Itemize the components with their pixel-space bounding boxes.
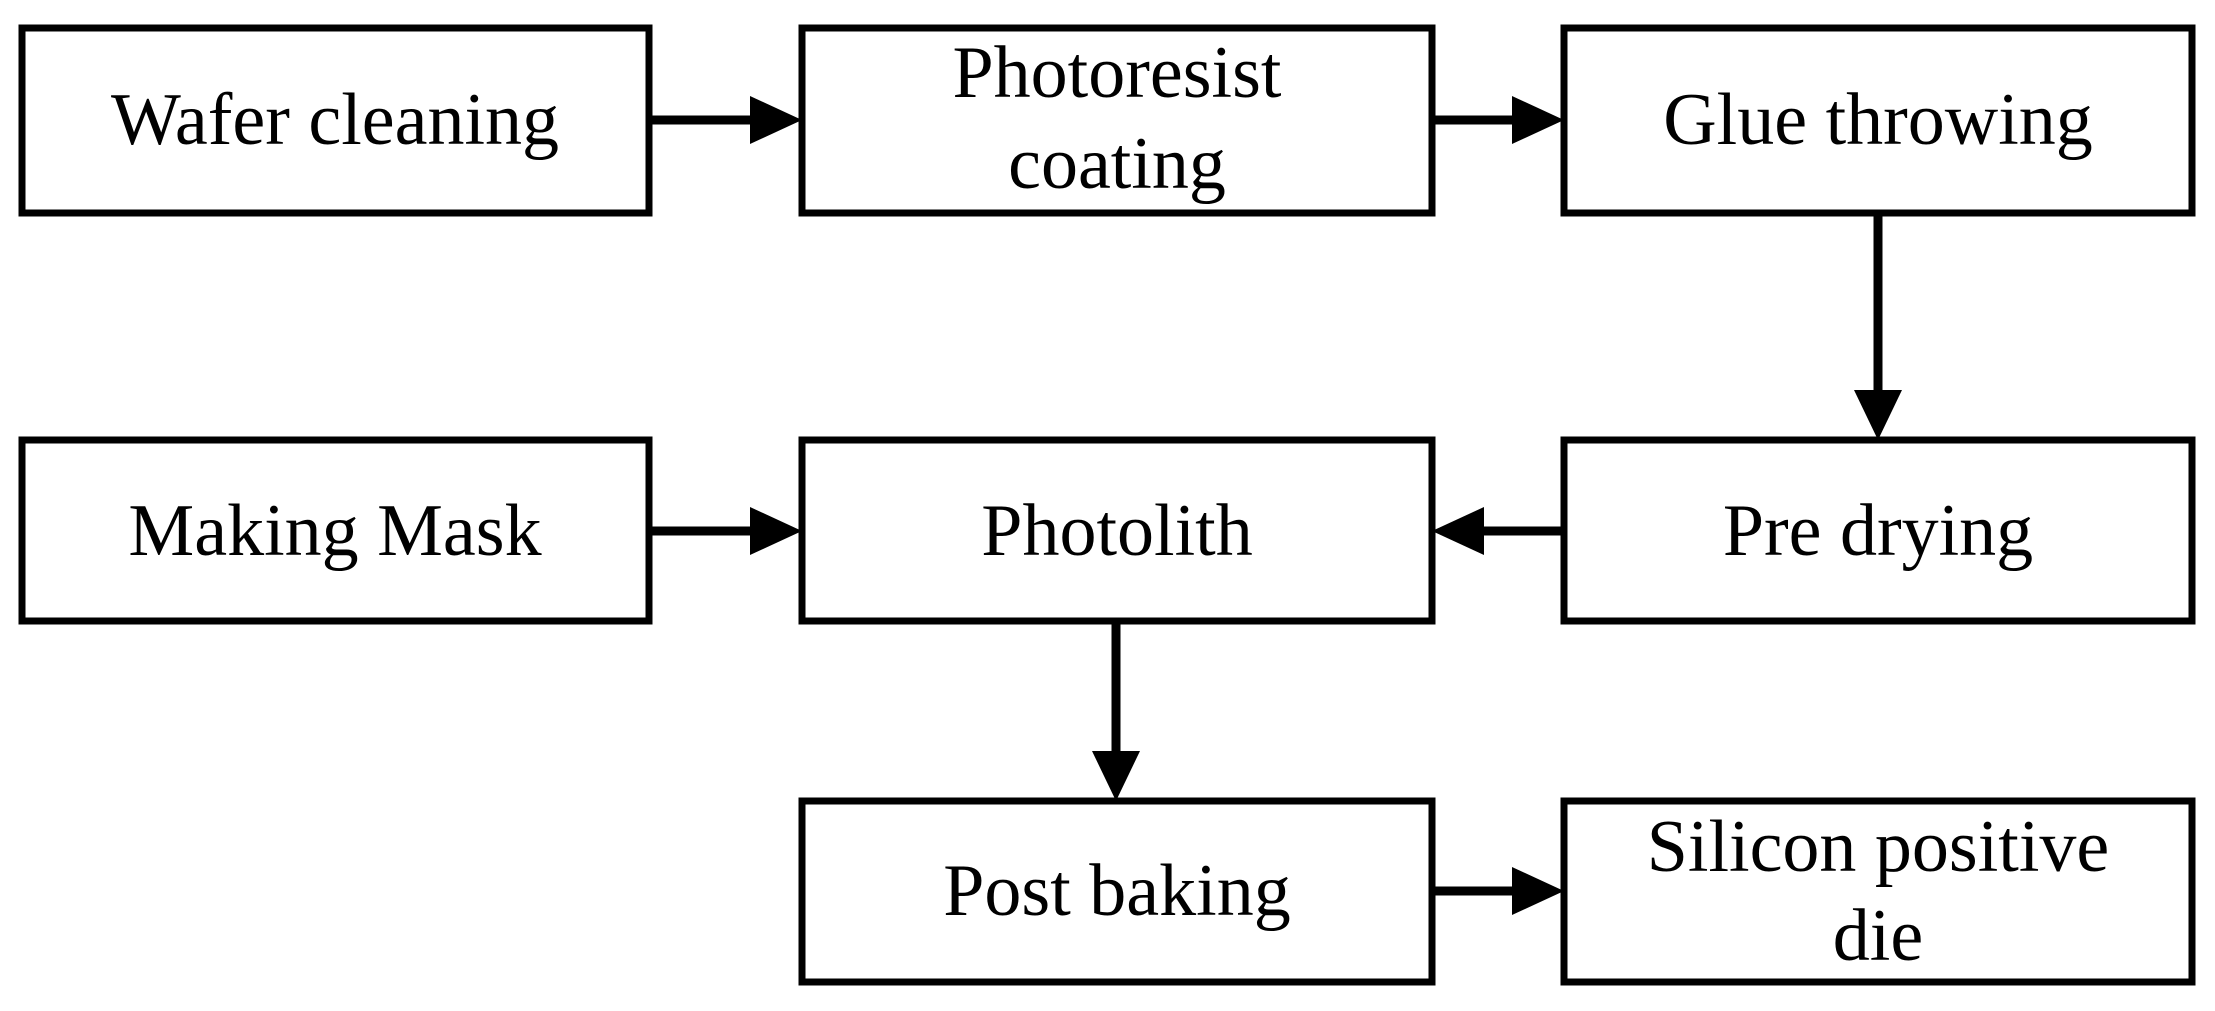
node-pre-drying-label: Pre drying xyxy=(1723,490,2033,572)
node-making-mask: Making Mask xyxy=(18,436,653,625)
node-making-mask-label: Making Mask xyxy=(128,490,541,572)
edge-post-baking-to-silicon-positive-die xyxy=(1432,867,1564,915)
node-glue-throwing-label: Glue throwing xyxy=(1663,79,2093,161)
node-wafer-cleaning: Wafer cleaning xyxy=(18,24,653,217)
edge-photoresist-coating-to-glue-throwing xyxy=(1432,96,1564,144)
node-post-baking-label: Post baking xyxy=(943,850,1290,932)
edge-wafer-cleaning-to-photoresist-coating xyxy=(649,96,802,144)
node-glue-throwing: Glue throwing xyxy=(1560,24,2196,217)
edge-glue-throwing-to-pre-drying xyxy=(1854,213,1902,440)
node-silicon-positive-die: Silicon positive die xyxy=(1560,797,2196,986)
node-photoresist-coating: Photoresist coating xyxy=(798,24,1436,217)
node-silicon-positive-die-label-line-2: die xyxy=(1833,895,1923,977)
node-photoresist-coating-label-line-2: coating xyxy=(1008,123,1226,205)
node-wafer-cleaning-label: Wafer cleaning xyxy=(111,79,559,161)
node-photolith: Photolith xyxy=(798,436,1436,625)
node-silicon-positive-die-label-line-1: Silicon positive xyxy=(1647,806,2110,888)
node-photoresist-coating-label-line-1: Photoresist xyxy=(953,32,1282,114)
node-post-baking: Post baking xyxy=(798,797,1436,986)
node-photolith-label: Photolith xyxy=(981,490,1252,572)
node-pre-drying: Pre drying xyxy=(1560,436,2196,625)
edge-pre-drying-to-photolith xyxy=(1432,507,1564,555)
edge-photolith-to-post-baking xyxy=(1092,621,1140,801)
edge-making-mask-to-photolith xyxy=(649,507,802,555)
